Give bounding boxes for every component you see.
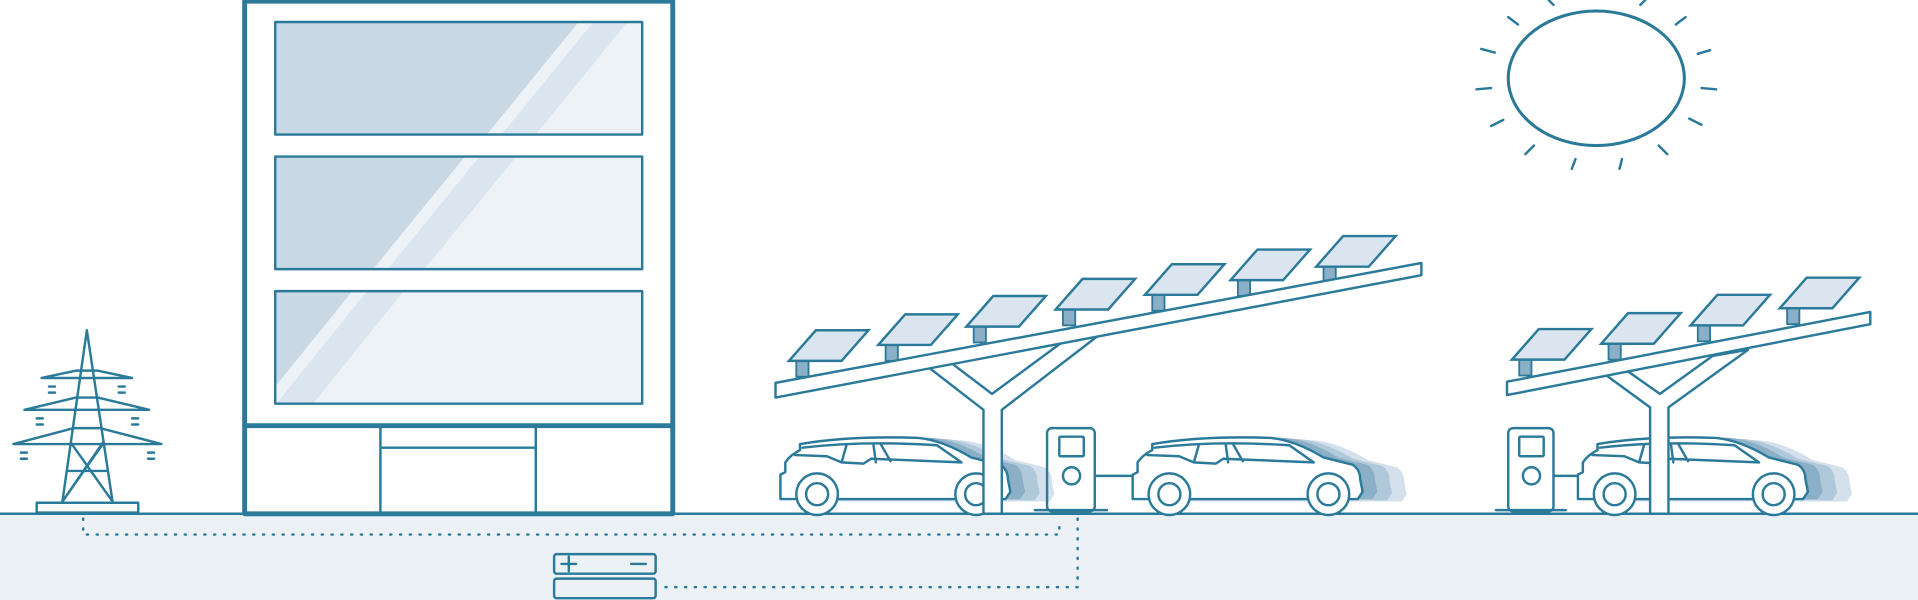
- power-pylon-icon: [12, 329, 163, 514]
- window: [274, 155, 644, 271]
- ground: [0, 513, 1918, 600]
- solar-carport: [787, 234, 1397, 378]
- electric-car: [1578, 437, 1852, 515]
- sun-icon: [1475, 0, 1718, 171]
- electric-car: [1133, 437, 1407, 515]
- office-building: [242, 0, 676, 517]
- carport-roof-beam: [774, 261, 1423, 399]
- window: [274, 289, 644, 405]
- carport-support: [928, 335, 1099, 515]
- electric-car: [780, 437, 1054, 515]
- battery-icon: [552, 552, 657, 600]
- window: [274, 20, 644, 136]
- carport-roof-beam: [1505, 310, 1872, 397]
- ev-charger: [1033, 426, 1134, 513]
- carport-support: [1603, 348, 1750, 515]
- underground-cable: [81, 517, 1079, 589]
- ev-charger: [1494, 426, 1582, 513]
